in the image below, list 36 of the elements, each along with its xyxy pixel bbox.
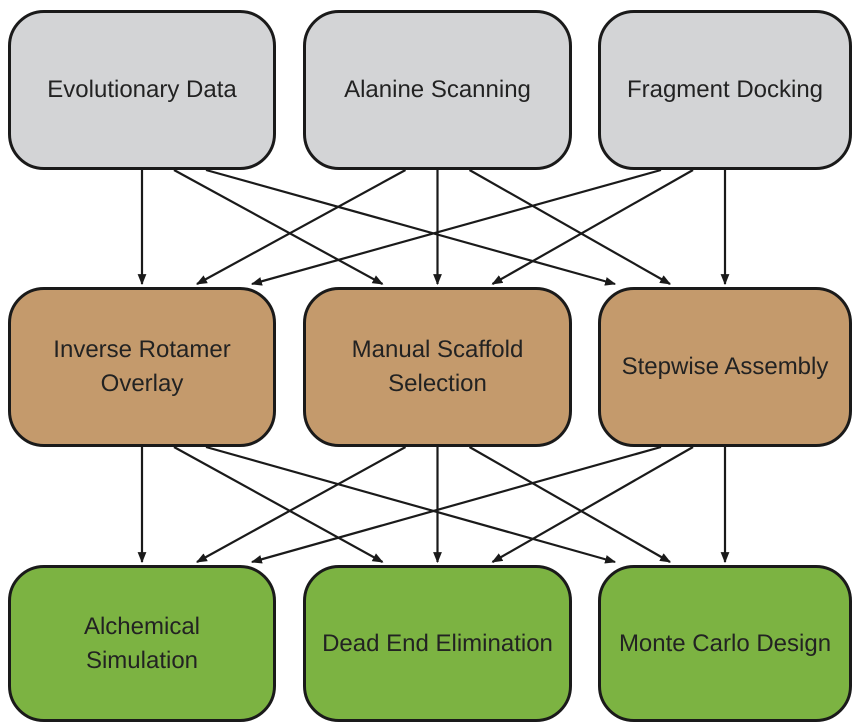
arrow (250, 446, 662, 564)
box-label: Evolutionary Data (46, 75, 238, 105)
box-label: Stepwise Assembly (620, 352, 830, 382)
box-label: Alchemical Simulation (82, 612, 202, 676)
arrow (492, 446, 694, 563)
method-box (8, 287, 276, 447)
arrow (433, 170, 442, 286)
algorithm-box (303, 565, 572, 722)
source-box (303, 10, 572, 170)
box-label: Dead End Elimination (321, 628, 554, 658)
arrow (138, 447, 146, 564)
arrow (250, 168, 662, 286)
method-box (303, 287, 572, 447)
box-label: Alanine Scanning (343, 75, 532, 105)
arrow (173, 446, 384, 563)
algorithm-box (598, 565, 852, 722)
box-label: Monte Carlo Design (618, 628, 832, 658)
arrow (468, 169, 671, 285)
box-label: Inverse Rotamer Overlay (52, 335, 232, 399)
arrow (196, 446, 406, 563)
box-label: Fragment Docking (626, 75, 824, 105)
arrow (492, 169, 694, 285)
arrow (138, 170, 146, 286)
algorithm-box (8, 565, 276, 722)
arrow (720, 170, 730, 286)
arrow (196, 169, 406, 285)
box-label: Manual Scaffold Selection (350, 335, 524, 399)
arrow (468, 446, 671, 563)
arrow (433, 447, 442, 564)
arrow (720, 447, 730, 564)
method-box (598, 287, 852, 447)
arrow (206, 168, 616, 286)
arrow (173, 169, 384, 285)
source-box (598, 10, 852, 170)
source-box (8, 10, 276, 170)
arrow (206, 446, 616, 564)
